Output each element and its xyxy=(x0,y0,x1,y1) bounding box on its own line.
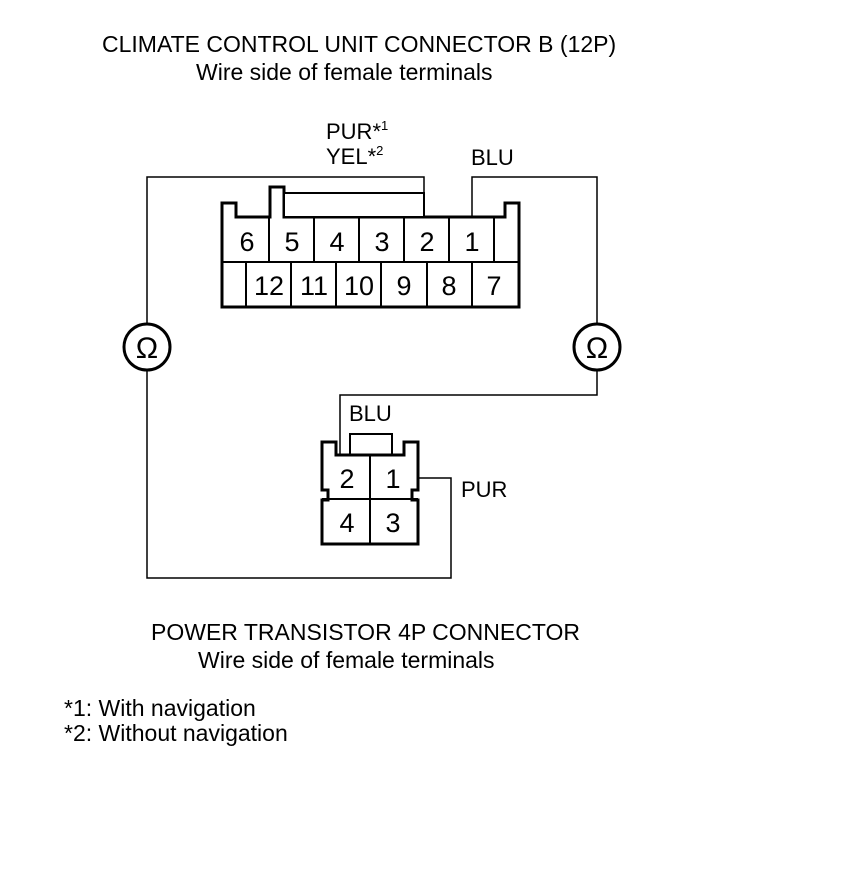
power-transistor-4p-connector: 2 1 4 3 xyxy=(320,433,420,546)
power-transistor-title: POWER TRANSISTOR 4P CONNECTOR xyxy=(151,619,580,645)
pin-3: 3 xyxy=(374,227,389,257)
pt-pin-3: 3 xyxy=(385,508,400,538)
test-wires xyxy=(146,176,598,579)
power-transistor-subtitle: Wire side of female terminals xyxy=(198,647,495,673)
pin-11: 11 xyxy=(300,271,328,301)
pin2-wire-label-with-nav: PUR*1 xyxy=(326,118,388,144)
pin-7: 7 xyxy=(486,271,501,301)
pin-12: 12 xyxy=(254,271,284,301)
connector-b-subtitle: Wire side of female terminals xyxy=(196,59,493,85)
pt-pin-4: 4 xyxy=(339,508,354,538)
ohm-symbol-right: Ω xyxy=(586,332,608,365)
connector-b-title: CLIMATE CONTROL UNIT CONNECTOR B (12P) xyxy=(102,31,616,57)
pt-pin2-wire-label-blu: BLU xyxy=(349,401,392,426)
pin-4: 4 xyxy=(329,227,344,257)
pin-8: 8 xyxy=(441,271,456,301)
pin-5: 5 xyxy=(284,227,299,257)
pt-pin-2: 2 xyxy=(339,464,354,494)
pin-10: 10 xyxy=(344,271,374,301)
footnote-2: *2: Without navigation xyxy=(64,720,288,746)
pt-pin1-wire-label-pur: PUR xyxy=(461,477,507,502)
pin2-wire-label-without-nav: YEL*2 xyxy=(326,143,383,169)
pin-6: 6 xyxy=(239,227,254,257)
pin-9: 9 xyxy=(396,271,411,301)
connector-b-12p: 6 5 4 3 2 1 12 11 10 9 8 7 xyxy=(220,185,521,309)
footnote-1: *1: With navigation xyxy=(64,695,256,721)
pin1-wire-label-blu: BLU xyxy=(471,145,514,170)
pin-1: 1 xyxy=(464,227,479,257)
pt-pin-1: 1 xyxy=(385,464,400,494)
ohmmeter-right: Ω xyxy=(572,322,622,372)
ohm-symbol-left: Ω xyxy=(136,332,158,365)
pin-2: 2 xyxy=(419,227,434,257)
ohmmeter-left: Ω xyxy=(122,322,172,372)
